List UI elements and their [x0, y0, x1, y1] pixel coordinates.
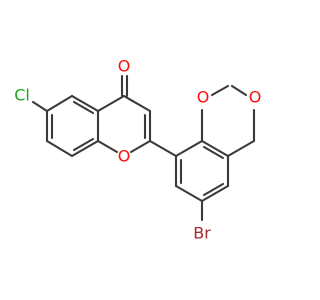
- bond: [45, 139, 74, 158]
- bond: [210, 84, 230, 97]
- bond: [72, 137, 95, 152]
- bond: [96, 94, 126, 113]
- oxygen-atom: O: [249, 88, 262, 107]
- bond: [174, 139, 204, 158]
- bromine-atom: Br: [193, 224, 211, 243]
- bond: [174, 184, 204, 203]
- bond: [70, 94, 100, 113]
- bond: [202, 182, 225, 197]
- bond: [96, 139, 119, 154]
- bond: [200, 184, 230, 203]
- bond: [31, 100, 49, 113]
- bond: [70, 139, 100, 158]
- bond: [72, 100, 95, 115]
- atom-label-layer: O Cl O O O Br: [14, 57, 261, 243]
- bond: [226, 139, 256, 158]
- oxygen-atom: O: [197, 88, 210, 107]
- molecule-canvas: O Cl O O O Br: [14, 56, 262, 243]
- bond: [45, 94, 74, 113]
- bond: [230, 84, 248, 97]
- chlorine-atom: Cl: [14, 86, 30, 105]
- bond: [148, 139, 178, 158]
- oxygen-atom: O: [118, 147, 131, 166]
- structure-diagram: O Cl O O O Br: [14, 57, 261, 243]
- bond-layer: [31, 74, 256, 222]
- bond: [122, 94, 152, 113]
- bond: [200, 139, 230, 158]
- bond: [129, 139, 152, 154]
- bond: [202, 145, 225, 160]
- oxygen-atom: O: [118, 57, 131, 76]
